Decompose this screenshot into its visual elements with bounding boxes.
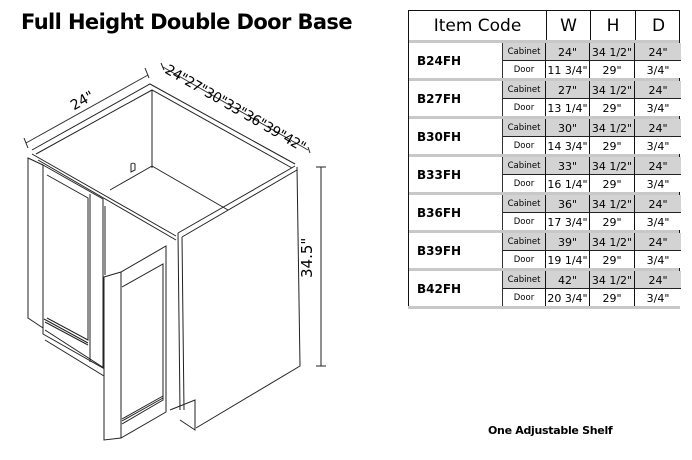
door-label: Door <box>503 250 546 268</box>
table-row: B36FH Cabinet 36" 34 1/2" 24" Door 17 3/… <box>408 195 681 230</box>
cabinet-height: 34 1/2" <box>590 233 635 250</box>
door-width: 17 3/4" <box>546 212 590 230</box>
door-height: 29" <box>590 250 635 268</box>
cabinet-depth: 24" <box>635 157 681 174</box>
door-height: 29" <box>590 212 635 230</box>
door-label: Door <box>503 212 546 230</box>
cabinet-drawing: 24" 24"27"30"33"36"39"42" 34.5" <box>0 50 400 460</box>
cabinet-label: Cabinet <box>503 81 546 98</box>
door-height: 29" <box>590 60 635 78</box>
header-depth: D <box>635 11 681 40</box>
door-depth: 3/4" <box>635 174 681 192</box>
cabinet-height: 34 1/2" <box>590 157 635 174</box>
item-code: B30FH <box>409 119 503 154</box>
cabinet-height: 34 1/2" <box>590 43 635 60</box>
door-label: Door <box>503 174 546 192</box>
door-width: 13 1/4" <box>546 98 590 116</box>
cabinet-width: 27" <box>546 81 590 98</box>
header-width: W <box>546 11 590 40</box>
row-divider <box>408 116 680 119</box>
cabinet-depth: 24" <box>635 195 681 212</box>
cabinet-height: 34 1/2" <box>590 195 635 212</box>
door-width: 11 3/4" <box>546 60 590 78</box>
table-row: B39FH Cabinet 39" 34 1/2" 24" Door 19 1/… <box>408 233 681 268</box>
table-header: Item Code W H D <box>408 10 680 40</box>
cabinet-label: Cabinet <box>503 233 546 250</box>
cabinet-depth: 24" <box>635 233 681 250</box>
table-row: B42FH Cabinet 42" 34 1/2" 24" Door 20 3/… <box>408 271 681 306</box>
item-code: B24FH <box>409 43 503 78</box>
door-width: 19 1/4" <box>546 250 590 268</box>
cabinet-width: 42" <box>546 271 590 288</box>
door-depth: 3/4" <box>635 60 681 78</box>
height-dimension-label: 34.5" <box>298 237 316 278</box>
cabinet-height: 34 1/2" <box>590 81 635 98</box>
door-label: Door <box>503 98 546 116</box>
door-height: 29" <box>590 288 635 306</box>
cabinet-depth: 24" <box>635 271 681 288</box>
row-divider <box>408 230 680 233</box>
item-code: B33FH <box>409 157 503 192</box>
row-divider <box>408 40 680 43</box>
table-row: B33FH Cabinet 33" 34 1/2" 24" Door 16 1/… <box>408 157 681 192</box>
door-label: Door <box>503 288 546 306</box>
cabinet-width: 30" <box>546 119 590 136</box>
row-divider <box>408 268 680 271</box>
door-label: Door <box>503 60 546 78</box>
item-code: B27FH <box>409 81 503 116</box>
cabinet-depth: 24" <box>635 119 681 136</box>
cabinet-width: 33" <box>546 157 590 174</box>
door-width: 14 3/4" <box>546 136 590 154</box>
cabinet-width: 36" <box>546 195 590 212</box>
row-divider <box>408 78 680 81</box>
cabinet-width: 24" <box>546 43 590 60</box>
door-depth: 3/4" <box>635 250 681 268</box>
row-divider <box>408 154 680 157</box>
item-code: B42FH <box>409 271 503 306</box>
door-depth: 3/4" <box>635 98 681 116</box>
cabinet-label: Cabinet <box>503 119 546 136</box>
door-depth: 3/4" <box>635 288 681 306</box>
table-row: B27FH Cabinet 27" 34 1/2" 24" Door 13 1/… <box>408 81 681 116</box>
cabinet-label: Cabinet <box>503 271 546 288</box>
door-depth: 3/4" <box>635 136 681 154</box>
item-code: B36FH <box>409 195 503 230</box>
door-height: 29" <box>590 174 635 192</box>
cabinet-label: Cabinet <box>503 157 546 174</box>
cabinet-height: 34 1/2" <box>590 271 635 288</box>
cabinet-depth: 24" <box>635 43 681 60</box>
page-title: Full Height Double Door Base <box>21 10 353 34</box>
spec-table: Item Code W H D B24FH Cabinet 24" 34 1/2… <box>408 10 681 309</box>
door-height: 29" <box>590 98 635 116</box>
door-depth: 3/4" <box>635 212 681 230</box>
cabinet-height: 34 1/2" <box>590 119 635 136</box>
door-width: 20 3/4" <box>546 288 590 306</box>
header-item-code: Item Code <box>433 15 522 36</box>
item-code: B39FH <box>409 233 503 268</box>
door-label: Door <box>503 136 546 154</box>
table-row: B24FH Cabinet 24" 34 1/2" 24" Door 11 3/… <box>408 43 681 78</box>
cabinet-label: Cabinet <box>503 43 546 60</box>
shelf-note: One Adjustable Shelf <box>488 424 613 437</box>
row-divider <box>408 192 680 195</box>
door-width: 16 1/4" <box>546 174 590 192</box>
header-height: H <box>590 11 635 40</box>
cabinet-label: Cabinet <box>503 195 546 212</box>
cabinet-depth: 24" <box>635 81 681 98</box>
cabinet-width: 39" <box>546 233 590 250</box>
table-row: B30FH Cabinet 30" 34 1/2" 24" Door 14 3/… <box>408 119 681 154</box>
table-bottom-border <box>408 306 680 309</box>
door-height: 29" <box>590 136 635 154</box>
